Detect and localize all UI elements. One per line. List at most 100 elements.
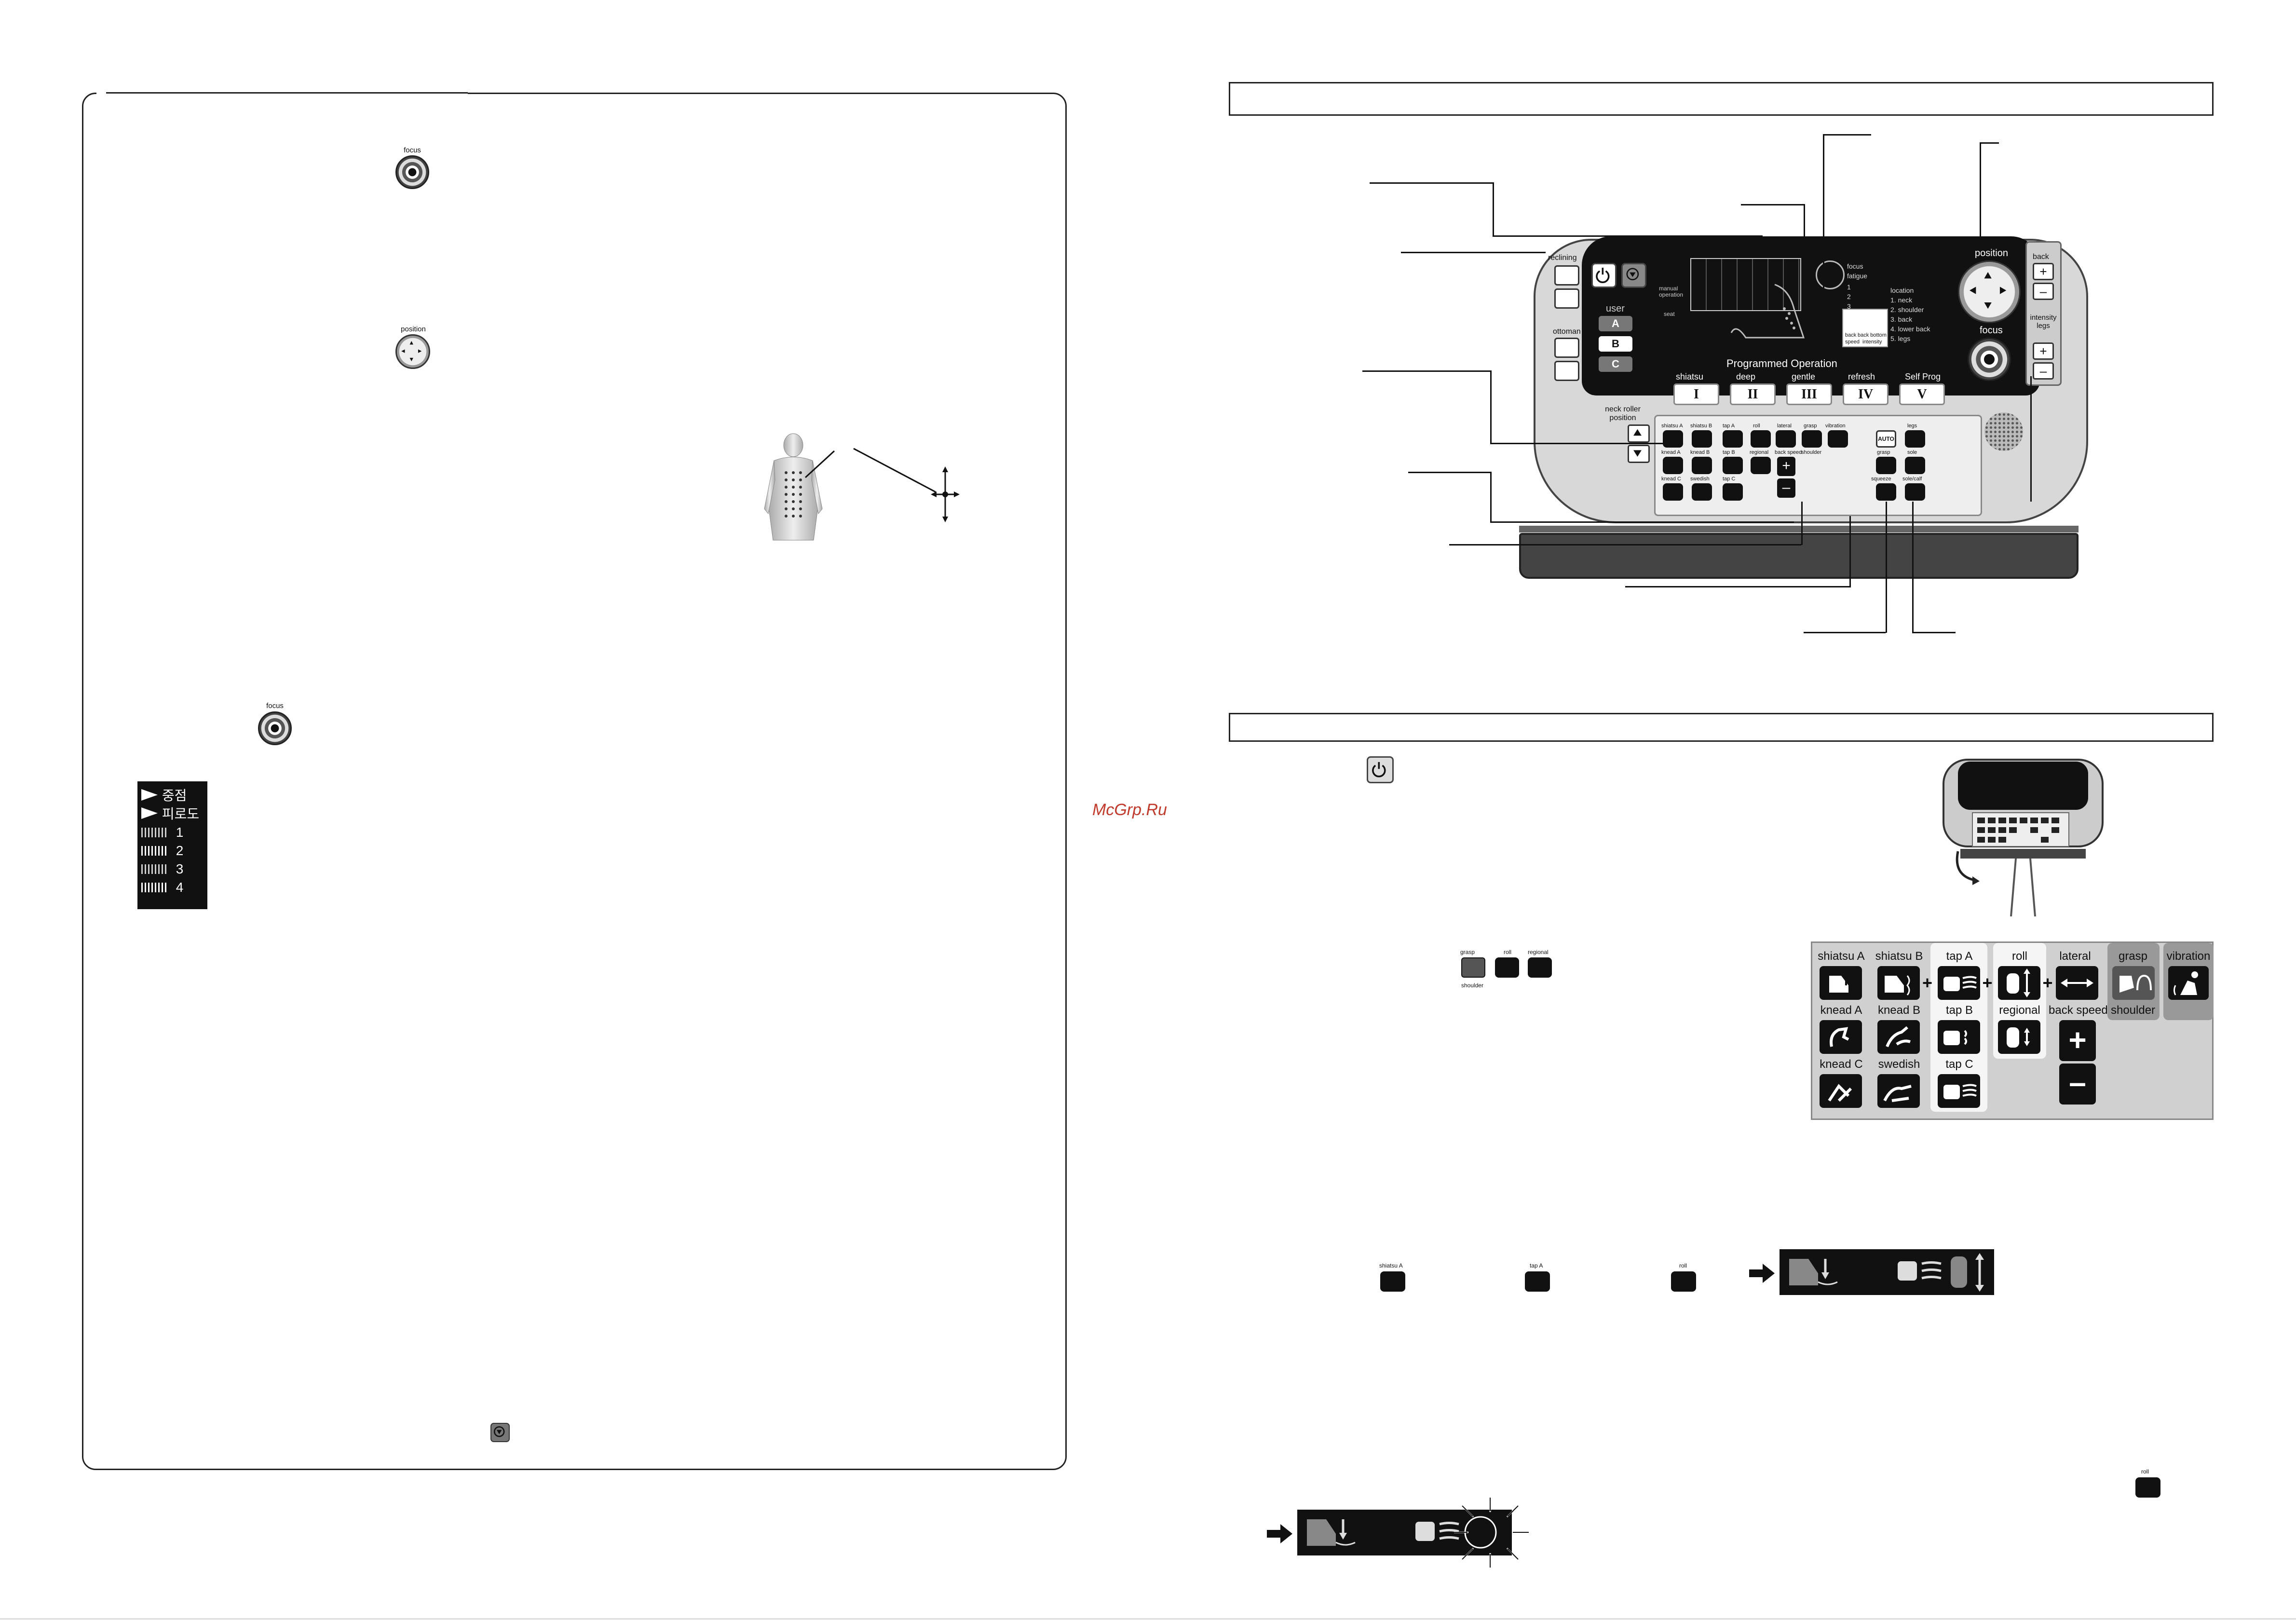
display-strip-2 (1297, 1510, 1512, 1555)
tap-c-icon (1943, 1084, 1977, 1099)
program-4-button[interactable]: IV (1843, 383, 1888, 405)
power-button[interactable] (1591, 263, 1617, 288)
intensity-display-block: back back bottom speed intensity (1842, 309, 1888, 347)
pad-tap-a-button[interactable] (1723, 430, 1743, 448)
indicator-row-fatigue: 피로도 (141, 804, 206, 822)
panel-grasp-button[interactable] (2112, 966, 2155, 1000)
ottoman-down-button[interactable] (1554, 361, 1579, 381)
position-label: position (401, 325, 426, 333)
display-location-5: 5. legs (1890, 335, 1911, 342)
pad-speed-minus-button[interactable]: – (1777, 478, 1795, 498)
arrow-right-icon (1749, 1264, 1775, 1283)
display-focus-text: focus (1847, 262, 1863, 270)
panel-knead-a-button[interactable] (1820, 1020, 1862, 1054)
pad-vibration-button[interactable] (1828, 430, 1848, 448)
pad-roll-button[interactable] (1751, 430, 1771, 448)
pad-tap-c-button[interactable] (1723, 483, 1743, 501)
panel-knead-c-button[interactable] (1820, 1074, 1862, 1108)
pad-lateral-button[interactable] (1776, 430, 1796, 448)
panel-tap-c-label: tap C (1945, 1058, 1973, 1071)
focus-knob[interactable] (1968, 338, 2011, 381)
program-2-button[interactable]: II (1730, 383, 1776, 405)
panel-shoulder-label: shoulder (2110, 1004, 2156, 1017)
inline-roll-label-3: roll (2141, 1468, 2149, 1475)
pad-speed-plus-button[interactable]: + (1777, 457, 1795, 476)
pad-regional-button[interactable] (1751, 457, 1771, 474)
panel-knead-c-label: knead C (1820, 1058, 1863, 1071)
leader-line (1912, 502, 1914, 633)
leader-line (1804, 204, 1805, 272)
panel-tap-c-button[interactable] (1938, 1074, 1980, 1108)
panel-roll-button[interactable] (1998, 966, 2040, 1000)
ottoman-up-button[interactable] (1554, 338, 1579, 358)
program-1-button[interactable]: I (1673, 383, 1719, 405)
shiatsu-icon (1829, 972, 1848, 993)
panel-vibration-button[interactable] (2168, 966, 2209, 1000)
program-5-button[interactable]: V (1899, 383, 1945, 405)
watermark-text: McGrp.Ru (1092, 801, 1167, 819)
pad-auto-button[interactable]: AUTO (1876, 430, 1896, 448)
leader-line (1490, 443, 1669, 444)
knead-b-icon (1886, 1026, 1911, 1048)
recline-back-button[interactable] (1554, 265, 1579, 286)
position-control[interactable] (1958, 260, 2021, 323)
triangle-icon (141, 789, 158, 801)
neck-roller-down-button[interactable] (1628, 445, 1650, 463)
pad-legs-label: legs (1907, 423, 1917, 429)
inline-regional-label: regional (1528, 949, 1549, 955)
neck-roller-up-button[interactable] (1628, 424, 1650, 443)
leader-line (1370, 182, 1493, 184)
user-a-button[interactable]: A (1599, 316, 1632, 331)
panel-tap-a-button[interactable] (1938, 966, 1980, 1000)
pad-grasp-button[interactable] (1802, 430, 1822, 448)
inline-grasp-icon (1461, 957, 1485, 978)
user-b-button[interactable]: B (1599, 336, 1632, 352)
legs-plus-button[interactable]: + (2033, 342, 2054, 360)
section-header-bar-2 (1229, 713, 2214, 742)
leader-line (1401, 252, 1546, 253)
inline-roll-icon-3 (2135, 1477, 2160, 1498)
stop-button[interactable] (1621, 263, 1646, 288)
display-level-1: 1 (1847, 283, 1851, 291)
panel-shiatsu-b-button[interactable] (1877, 966, 1920, 1000)
panel-tap-b-button[interactable] (1938, 1020, 1980, 1054)
indicator-row-focus: 중점 (141, 785, 204, 804)
pad-swedish-button[interactable] (1692, 483, 1712, 501)
back-minus-button[interactable]: – (2033, 283, 2054, 300)
user-c-button[interactable]: C (1599, 356, 1632, 372)
pad-legs-button[interactable] (1905, 430, 1925, 448)
pad-knead-a-button[interactable] (1663, 457, 1683, 474)
level-bars-icon (141, 882, 166, 892)
knead-icon (1830, 1027, 1849, 1047)
left-frame-top-line (106, 92, 468, 94)
recline-forward-button[interactable] (1554, 288, 1579, 309)
pad-sole-calf-button[interactable] (1905, 483, 1925, 501)
panel-regional-button[interactable] (1998, 1020, 2040, 1054)
back-plus-button[interactable]: + (2033, 263, 2054, 280)
panel-speed-plus-button[interactable]: + (2059, 1020, 2096, 1061)
position-arrows-icon (1969, 272, 2007, 309)
pad-squeeze-button[interactable] (1876, 483, 1896, 501)
panel-swedish-button[interactable] (1877, 1074, 1920, 1108)
pad-shiatsu-b-button[interactable] (1692, 430, 1712, 448)
tap-b-icon (1943, 1030, 1967, 1045)
pad-sole-button[interactable] (1905, 457, 1925, 474)
intensity-legs-title: intensity legs (2030, 314, 2057, 330)
panel-lateral-button[interactable] (2056, 966, 2098, 1000)
pad-knead-b-button[interactable] (1692, 457, 1712, 474)
leader-line (1362, 370, 1490, 372)
remote-display (1582, 236, 2040, 396)
level-bars-icon (141, 864, 166, 874)
pad-grasp-small-button[interactable] (1876, 457, 1896, 474)
pad-shiatsu-a-button[interactable] (1663, 430, 1683, 448)
legs-minus-button[interactable]: – (2033, 362, 2054, 380)
pad-tap-b-button[interactable] (1723, 457, 1743, 474)
leader-line (1490, 521, 1794, 523)
panel-speed-minus-button[interactable]: – (2059, 1064, 2096, 1105)
leader-line (2030, 376, 2032, 502)
pad-knead-c-button[interactable] (1663, 483, 1683, 501)
panel-shiatsu-a-button[interactable] (1820, 966, 1862, 1000)
panel-knead-b-button[interactable] (1877, 1020, 1920, 1054)
pad-regional-label: regional (1750, 450, 1769, 455)
program-3-button[interactable]: III (1786, 383, 1832, 405)
